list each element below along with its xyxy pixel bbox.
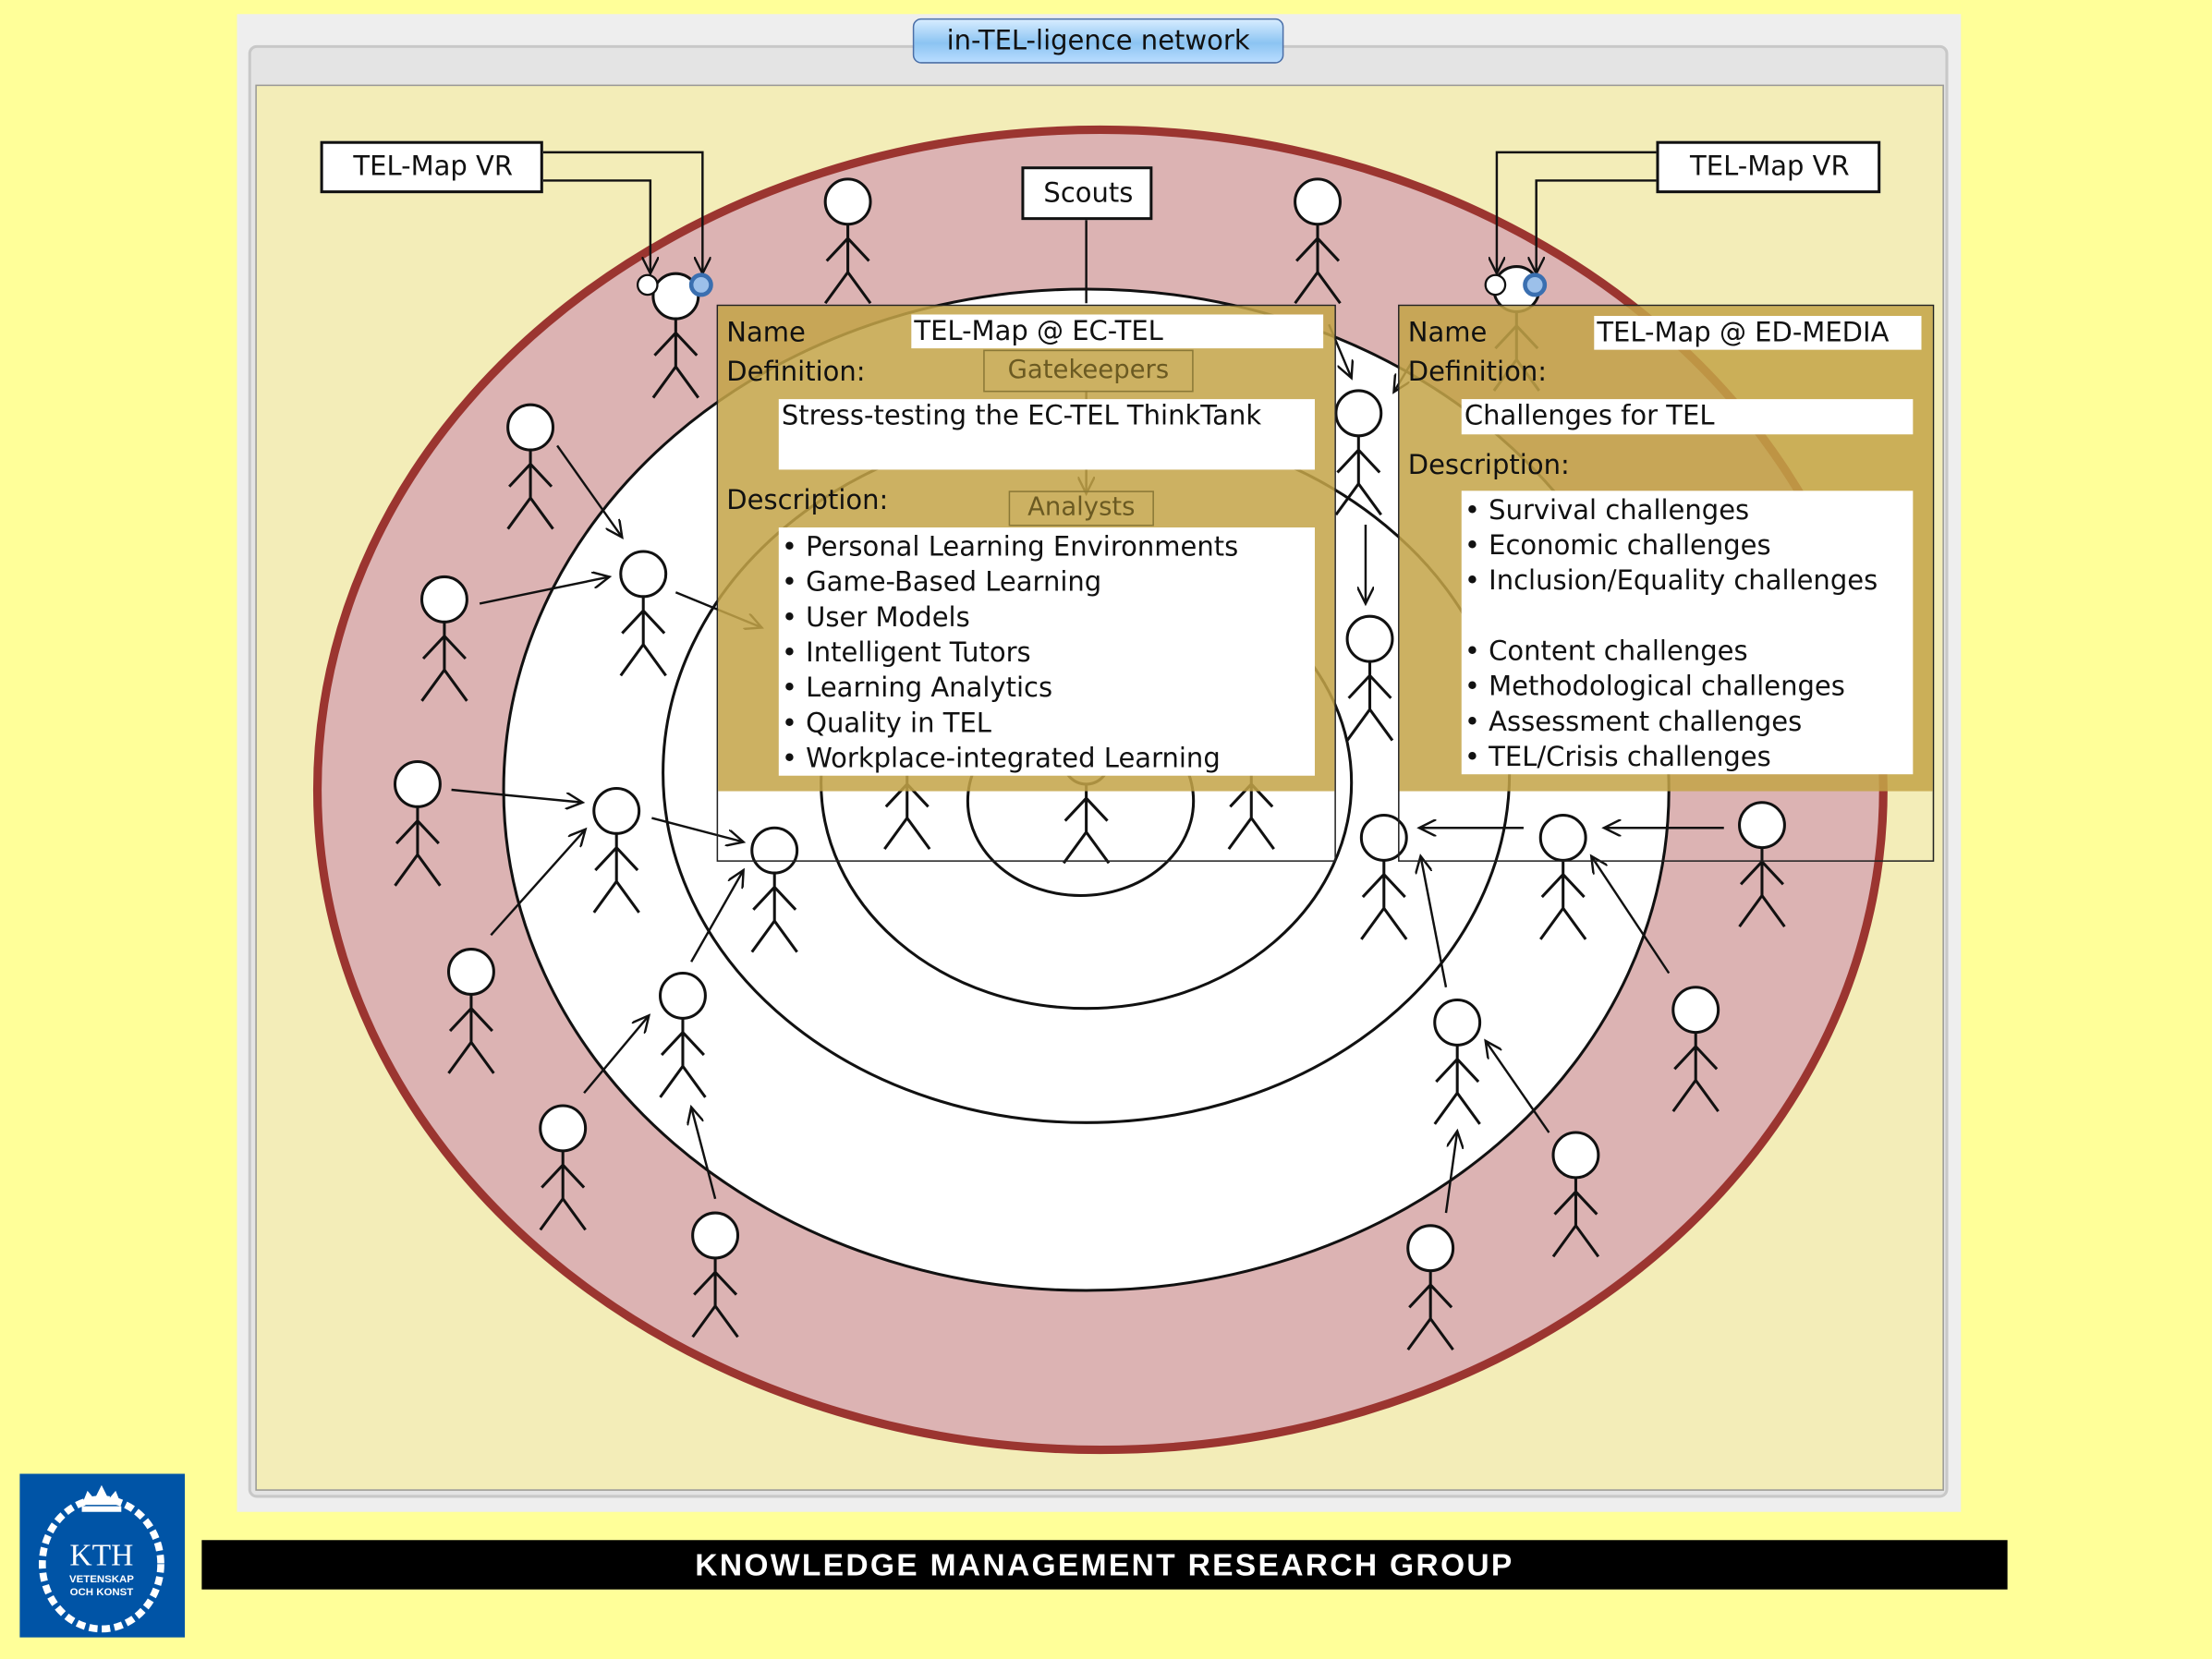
relation-arrow[interactable]: [1591, 856, 1671, 975]
relation-arrow[interactable]: [556, 444, 622, 537]
gatekeepers-label[interactable]: Gatekeepers: [983, 349, 1194, 393]
info-panel-ec-tel[interactable]: Gatekeepers Analysts Name TEL-Map @ EC-T…: [716, 304, 1336, 862]
description-item: • Game-Based Learning: [781, 566, 1102, 599]
person-node[interactable]: [619, 550, 668, 677]
logo-subtext-1: VETENSKAP: [69, 1574, 134, 1585]
person-node[interactable]: [1406, 1224, 1455, 1351]
logo-text: KTH: [69, 1539, 133, 1573]
description-item: • Survival challenges: [1464, 494, 1750, 527]
person-node[interactable]: [1345, 614, 1394, 742]
node-handles[interactable]: [636, 272, 1548, 297]
kth-crest-icon: KTH VETENSKAP OCH KONST: [38, 1484, 164, 1633]
kth-logo: KTH VETENSKAP OCH KONST: [19, 1473, 186, 1638]
name-field[interactable]: TEL-Map @ ED-MEDIA: [1594, 316, 1922, 350]
description-item: • Intelligent Tutors: [781, 637, 1031, 669]
logo-subtext-2: OCH KONST: [70, 1587, 134, 1598]
person-node[interactable]: [1294, 177, 1342, 305]
relation-arrow[interactable]: [690, 870, 743, 963]
description-item: • Inclusion/Equality challenges: [1464, 565, 1878, 597]
description-field[interactable]: • Survival challenges • Economic challen…: [1461, 490, 1914, 775]
person-node[interactable]: [1538, 813, 1587, 940]
description-item: • User Models: [781, 601, 970, 634]
definition-label: Definition:: [726, 357, 866, 388]
info-panel-ed-media[interactable]: Name TEL-Map @ ED-MEDIA Definition: Chal…: [1398, 304, 1935, 862]
relation-arrow[interactable]: [1444, 1131, 1457, 1214]
scouts-box[interactable]: Scouts: [1021, 166, 1153, 221]
description-item: • Personal Learning Environments: [781, 531, 1239, 563]
person-node[interactable]: [1359, 813, 1408, 940]
description-item: • Quality in TEL: [781, 708, 991, 740]
footer-bar: KNOWLEDGE MANAGEMENT RESEARCH GROUP: [201, 1540, 2008, 1590]
definition-field[interactable]: Stress-testing the EC-TEL ThinkTank: [778, 399, 1315, 470]
description-item: • TEL/Crisis challenges: [1464, 742, 1771, 773]
relation-arrow[interactable]: [490, 830, 585, 937]
description-item: • Learning Analytics: [781, 672, 1053, 704]
person-node[interactable]: [592, 786, 641, 914]
person-node[interactable]: [446, 948, 495, 1074]
person-node[interactable]: [659, 971, 707, 1098]
description-item: • Assessment challenges: [1464, 706, 1803, 738]
description-label: Description:: [1407, 450, 1570, 481]
person-node[interactable]: [506, 403, 555, 530]
relation-arrow[interactable]: [451, 788, 583, 803]
relation-arrow[interactable]: [691, 1108, 717, 1200]
person-node[interactable]: [539, 1104, 588, 1231]
definition-field[interactable]: Challenges for TEL: [1461, 399, 1914, 435]
description-item: [1465, 599, 1914, 635]
name-label: Name: [1407, 317, 1488, 349]
person-node[interactable]: [1738, 801, 1786, 928]
person-node[interactable]: [691, 1211, 740, 1338]
person-node[interactable]: [750, 826, 799, 953]
person-node[interactable]: [1334, 389, 1383, 516]
name-field[interactable]: TEL-Map @ EC-TEL: [911, 314, 1324, 349]
name-label: Name: [726, 317, 806, 349]
relation-arrow[interactable]: [479, 576, 609, 605]
description-item: • Methodological challenges: [1464, 671, 1845, 703]
person-node[interactable]: [1671, 986, 1720, 1113]
person-node[interactable]: [1433, 998, 1482, 1125]
description-item: • Economic challenges: [1464, 530, 1771, 562]
window-title-tab[interactable]: in-TEL-ligence network: [912, 18, 1284, 64]
description-item: • Workplace-integrated Learning: [781, 743, 1221, 775]
relation-arrow[interactable]: [1486, 1041, 1550, 1133]
analysts-label[interactable]: Analysts: [1008, 490, 1154, 527]
person-node[interactable]: [393, 759, 442, 887]
relation-arrow[interactable]: [651, 817, 743, 842]
relation-arrow[interactable]: [583, 1015, 649, 1095]
description-label: Description:: [726, 485, 889, 516]
description-item: • Content challenges: [1464, 636, 1748, 668]
description-field[interactable]: • Personal Learning Environments • Game-…: [778, 527, 1315, 776]
person-node[interactable]: [1551, 1131, 1600, 1258]
tel-map-vr-connectors: [542, 151, 1657, 304]
person-node[interactable]: [823, 177, 872, 305]
definition-label: Definition:: [1407, 357, 1547, 388]
tel-map-vr-right-box[interactable]: TEL-Map VR: [1656, 140, 1881, 194]
person-node[interactable]: [419, 575, 468, 702]
tel-map-vr-left-box[interactable]: TEL-Map VR: [320, 140, 543, 194]
relation-arrow[interactable]: [1420, 856, 1448, 987]
